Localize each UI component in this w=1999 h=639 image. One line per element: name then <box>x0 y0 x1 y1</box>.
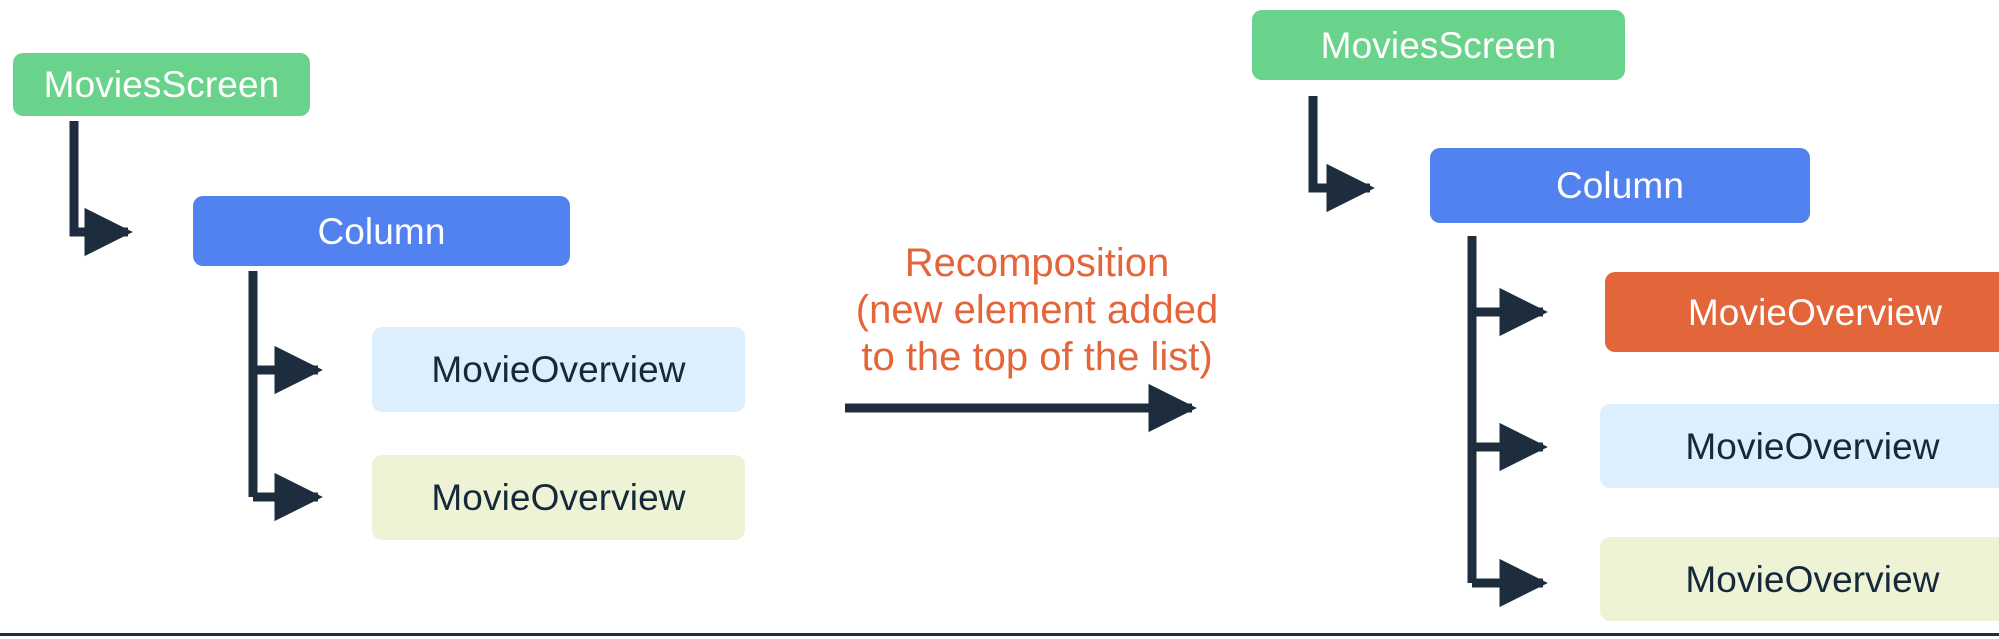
right-elbow-arrow-root-to-column <box>1308 96 1375 213</box>
left-branch-arrows-column-to-children <box>248 271 323 522</box>
right-node-moviesscreen[interactable]: MoviesScreen <box>1252 10 1625 80</box>
right-node-column[interactable]: Column <box>1430 148 1810 223</box>
left-node-movieoverview-1[interactable]: MovieOverview <box>372 327 745 412</box>
right-branch-arrows-column-to-children <box>1467 236 1548 608</box>
left-elbow-arrow-root-to-column <box>69 121 133 257</box>
left-node-moviesscreen[interactable]: MoviesScreen <box>13 53 310 116</box>
right-node-movieoverview-2[interactable]: MovieOverview <box>1600 537 1999 621</box>
caption-line-2: (new element added <box>855 288 1219 332</box>
bottom-divider <box>0 633 1999 636</box>
recomposition-caption: Recomposition (new element added to the … <box>798 240 1276 381</box>
caption-line-1: Recomposition <box>904 241 1170 285</box>
right-node-movieoverview-new[interactable]: MovieOverview <box>1605 272 1999 352</box>
left-node-column[interactable]: Column <box>193 196 570 266</box>
caption-line-3: to the top of the list) <box>861 335 1213 379</box>
right-node-movieoverview-1[interactable]: MovieOverview <box>1600 404 1999 488</box>
left-node-movieoverview-2[interactable]: MovieOverview <box>372 455 745 540</box>
